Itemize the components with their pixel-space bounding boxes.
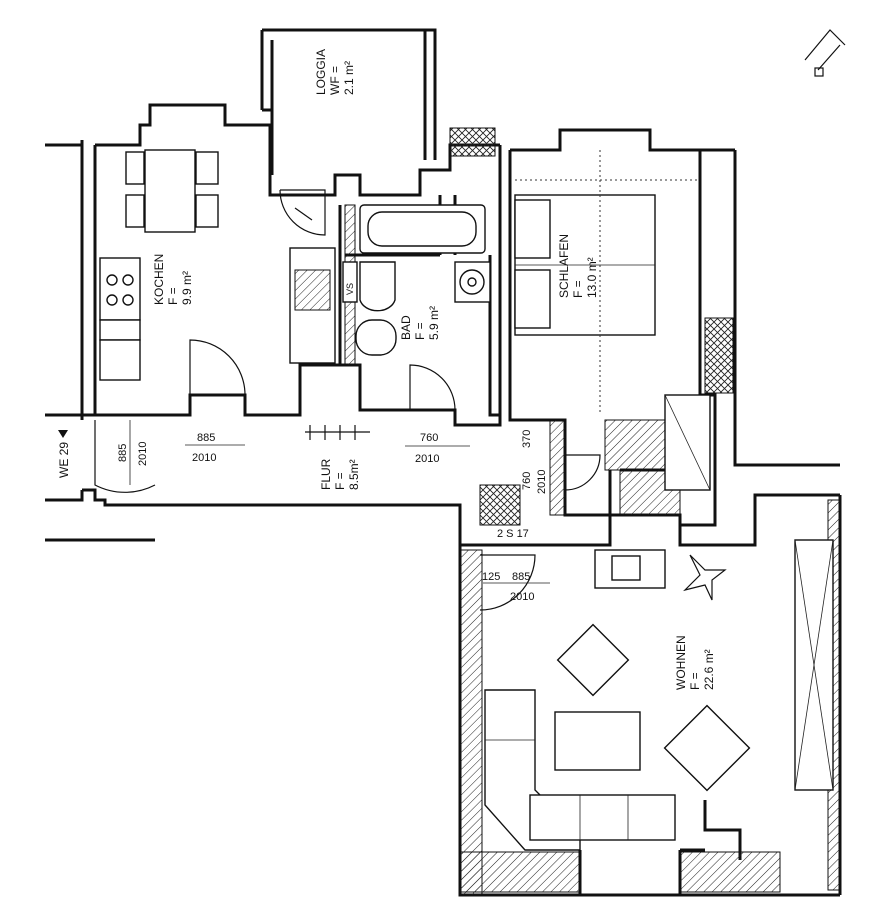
stair-label: 2 S 17 — [497, 528, 529, 540]
fixture-label: VS — [345, 283, 355, 295]
unit-label: WE 29 — [57, 442, 71, 478]
room-name: WOHNEN — [674, 635, 688, 690]
area-label: F = — [688, 672, 702, 690]
room-schlafen: SCHLAFEN F = 13.0 m² — [557, 234, 599, 298]
bedroom-furniture — [514, 150, 711, 491]
entrance-arrow-icon — [58, 430, 68, 438]
dim-bad-width: 760 — [420, 432, 438, 444]
entry-stair — [305, 425, 370, 440]
area-value: 8.5m² — [347, 459, 361, 490]
dim-entry-width: 885 — [117, 444, 129, 462]
area-value: 5.9 m² — [427, 306, 441, 340]
dim-schlafen-b: 760 — [521, 472, 533, 490]
compass-icon — [804, 29, 846, 77]
kitchen-furniture — [99, 149, 336, 381]
dim-schlafen-a: 370 — [521, 430, 533, 448]
dim-bad-height: 2010 — [415, 453, 439, 465]
dim-kochen-width: 885 — [197, 432, 215, 444]
dim-wohnen-a: 125 — [482, 571, 500, 583]
doors — [94, 189, 601, 611]
dimension-lines — [129, 420, 550, 584]
room-loggia: LOGGIA WF = 2.1 m² — [314, 49, 356, 95]
area-label: F = — [571, 280, 585, 298]
room-flur: FLUR F = 8.5m² — [319, 458, 361, 490]
dim-wohnen-width: 885 — [512, 571, 530, 583]
dim-wohnen-height: 2010 — [510, 591, 534, 603]
area-label: F = — [413, 322, 427, 340]
room-name: FLUR — [319, 458, 333, 490]
area-value: 13.0 m² — [585, 257, 599, 298]
dim-kochen-height: 2010 — [192, 452, 216, 464]
room-name: BAD — [399, 315, 413, 340]
room-name: SCHLAFEN — [557, 234, 571, 298]
area-label: F = — [166, 287, 180, 305]
dim-schlafen-height: 2010 — [536, 470, 548, 494]
area-value: 2.1 m² — [342, 61, 356, 95]
room-kochen: KOCHEN F = 9.9 m² — [152, 254, 194, 305]
room-wohnen: WOHNEN F = 22.6 m² — [674, 635, 716, 690]
area-label: F = — [333, 472, 347, 490]
area-label: WF = — [328, 66, 342, 95]
area-value: 22.6 m² — [702, 649, 716, 690]
area-value: 9.9 m² — [180, 271, 194, 305]
dim-entry-height: 2010 — [137, 442, 149, 466]
living-furniture — [484, 539, 834, 851]
bathroom-fixtures — [342, 204, 491, 356]
room-bad: BAD F = 5.9 m² — [399, 306, 441, 340]
room-name: LOGGIA — [314, 49, 328, 95]
room-name: KOCHEN — [152, 254, 166, 305]
